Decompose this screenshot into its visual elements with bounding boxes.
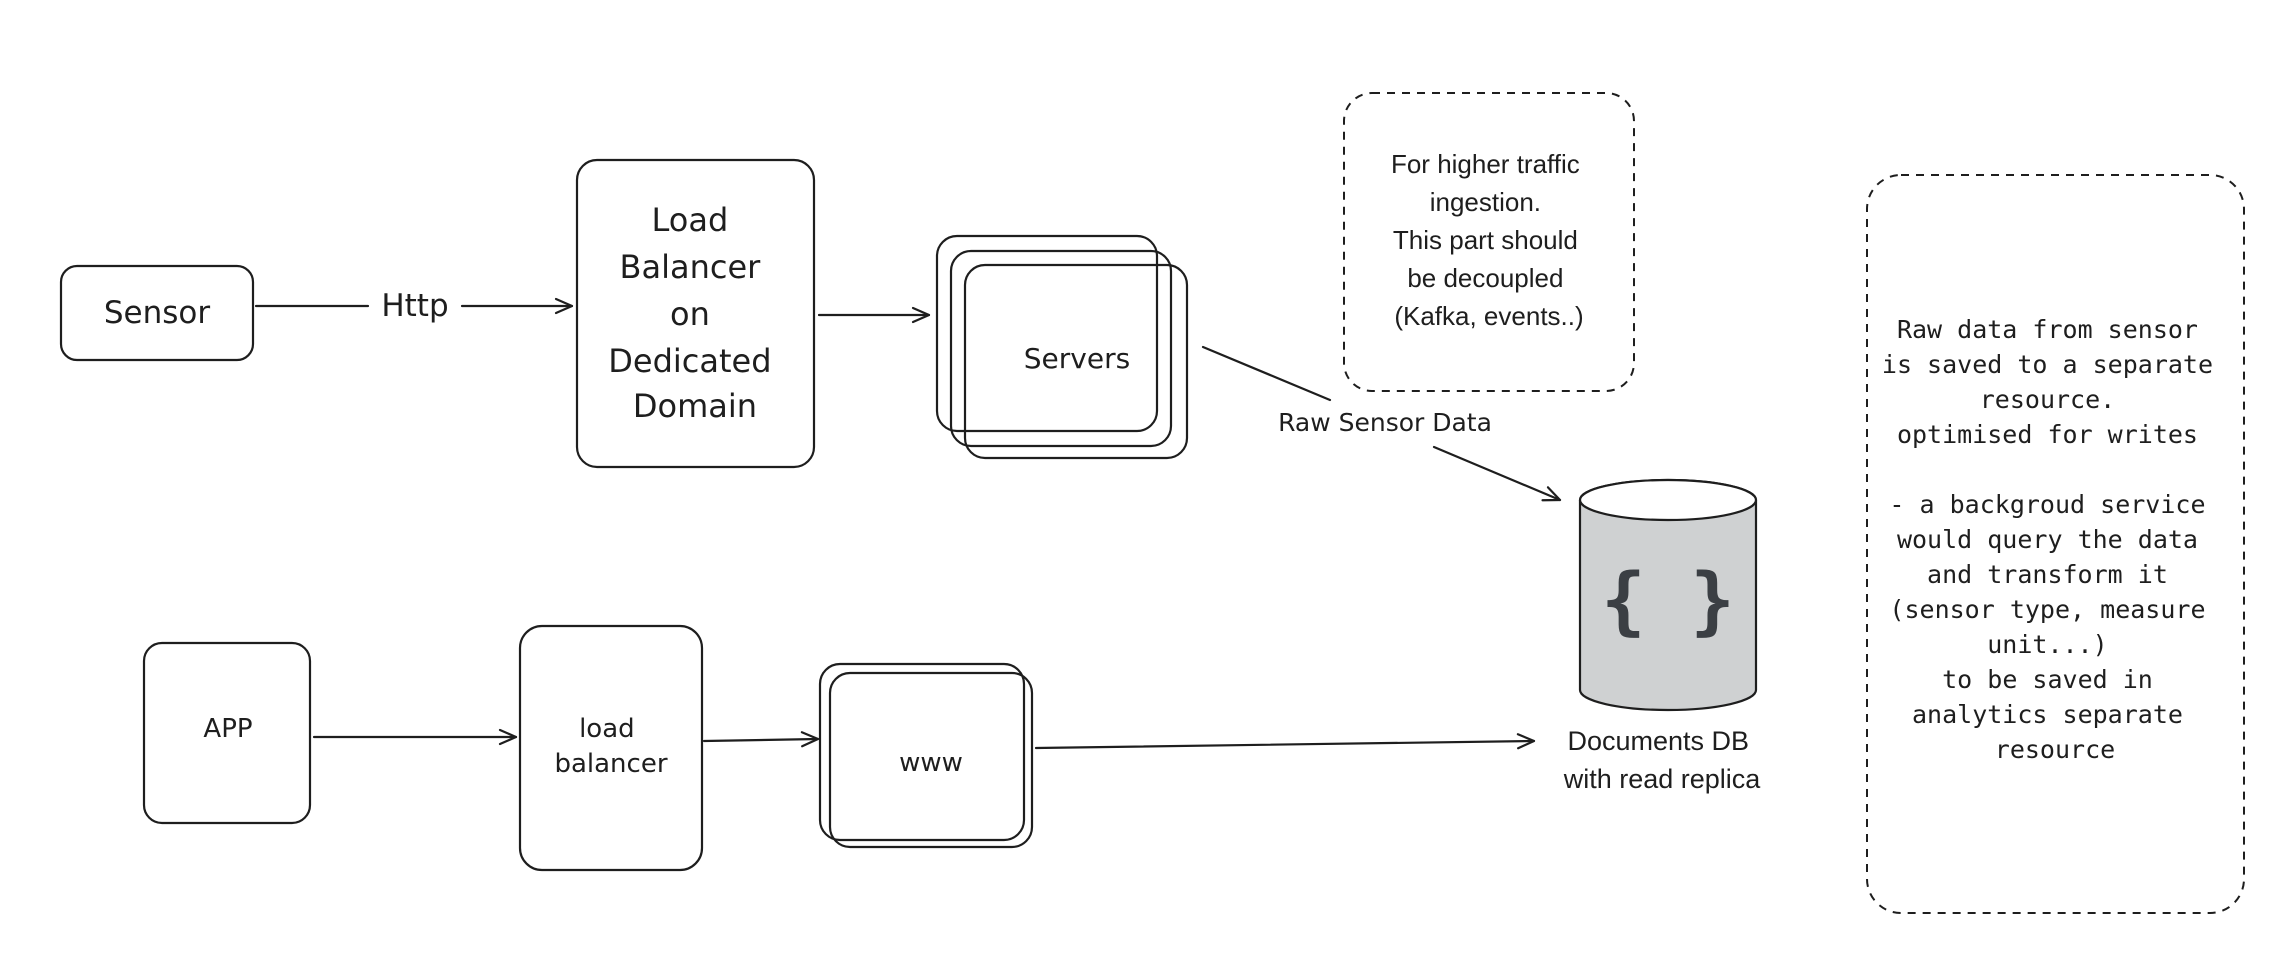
http-arrow: Http bbox=[254, 288, 574, 324]
raw-sensor-data-label: Raw Sensor Data bbox=[1278, 408, 1492, 437]
app-load-balancer-node[interactable]: load balancer bbox=[518, 624, 704, 872]
documents-db-node[interactable]: { } bbox=[1578, 478, 1758, 712]
app-label: APP bbox=[203, 714, 252, 744]
raw-data-note-text: Raw data from sensor is saved to a separ… bbox=[1882, 315, 2228, 764]
www-label: www bbox=[899, 748, 963, 778]
load-balancer-node[interactable]: Load Balancer on Dedicated Domain bbox=[575, 158, 816, 469]
raw-sensor-data-arrow: Raw Sensor Data bbox=[1201, 345, 1562, 502]
load-balancer-label: Load Balancer on Dedicated Domain bbox=[608, 201, 781, 425]
servers-node[interactable]: Servers bbox=[935, 234, 1189, 460]
servers-label: Servers bbox=[1024, 342, 1130, 375]
traffic-note-text: For higher traffic ingestion. This part … bbox=[1391, 149, 1587, 331]
db-braces-icon: { } bbox=[1601, 558, 1735, 644]
lb-to-www-arrow bbox=[702, 731, 820, 748]
raw-data-note: Raw data from sensor is saved to a separ… bbox=[1866, 174, 2245, 914]
app-load-balancer-label: load balancer bbox=[554, 714, 667, 779]
sensor-node[interactable]: Sensor bbox=[59, 264, 255, 362]
app-node[interactable]: APP bbox=[142, 641, 312, 825]
traffic-note: For higher traffic ingestion. This part … bbox=[1343, 92, 1635, 392]
documents-db-label: Documents DB with read replica bbox=[1563, 726, 1762, 794]
www-node[interactable]: www bbox=[818, 662, 1034, 849]
http-label: Http bbox=[381, 288, 448, 324]
sensor-label: Sensor bbox=[104, 295, 211, 331]
www-to-db-arrow bbox=[1034, 733, 1536, 750]
